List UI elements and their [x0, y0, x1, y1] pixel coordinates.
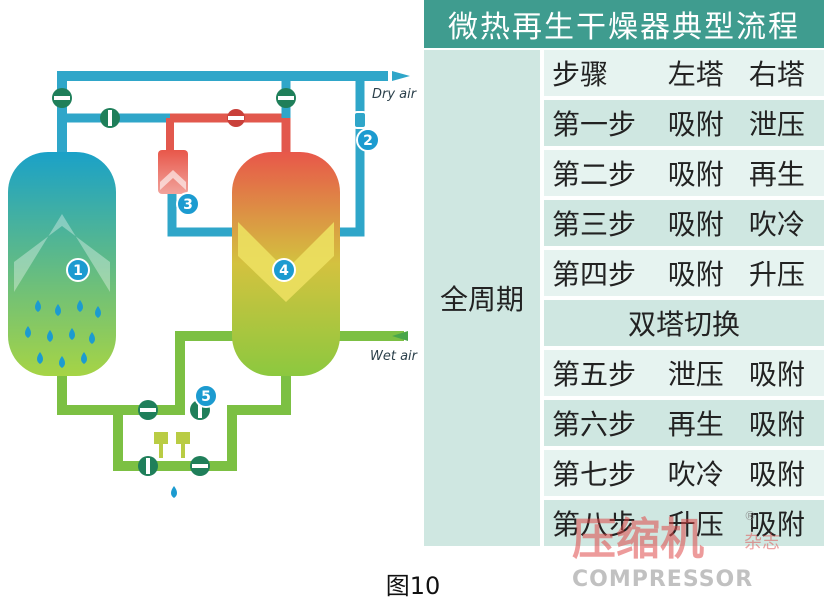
step-cell: 第八步 [552, 508, 637, 541]
right-tower-chevron [238, 222, 334, 302]
step-cell: 第七步 [552, 458, 637, 491]
table-row: 第一步 吸附 泄压 [544, 100, 824, 146]
table-row: 第三步 吸附 吹冷 [544, 200, 824, 246]
right-tower-cell: 吹冷 [748, 208, 805, 241]
right-tower-cell: 升压 [748, 258, 805, 291]
valve-icon [138, 456, 158, 476]
valve-icon [276, 88, 296, 108]
svg-text:2: 2 [363, 133, 373, 149]
table-header-row: 步骤 左塔 右塔 [544, 50, 824, 96]
right-tower-cell: 再生 [748, 158, 805, 191]
step-cell: 第三步 [552, 208, 637, 241]
valve-icon [138, 400, 158, 420]
valve-icon [100, 108, 120, 128]
marker-5: 5 [194, 384, 218, 408]
table-row: 第四步 吸附 升压 [544, 250, 824, 296]
svg-text:1: 1 [73, 263, 83, 279]
table-row: 第二步 吸附 再生 [544, 150, 824, 196]
right-tower-cell: 泄压 [748, 108, 805, 141]
table-row: 第八步 升压 吸附 [544, 500, 824, 546]
left-tower-cell: 吸附 [667, 208, 724, 241]
table-row: 第六步 再生 吸附 [544, 400, 824, 446]
switch-label: 双塔切换 [627, 308, 740, 341]
water-drops-icon [25, 300, 101, 368]
right-tower-cell: 吸附 [748, 458, 805, 491]
right-tower-cell: 吸附 [748, 508, 805, 541]
dry-air-arrow-icon [392, 71, 410, 81]
left-tower-chevron [14, 214, 110, 292]
step-cell: 第一步 [552, 108, 637, 141]
wet-air-pipe [113, 331, 404, 471]
silencer-icon [353, 111, 367, 129]
wet-air-label: Wet air [370, 349, 419, 364]
marker-3: 3 [176, 192, 200, 216]
dryer-flow-diagram: 1 2 3 4 5 Dry air Wet air [8, 71, 419, 498]
figure-caption: 图10 [385, 572, 441, 600]
marker-2: 2 [356, 128, 380, 152]
step-cell: 第二步 [552, 158, 637, 191]
table-title: 微热再生干燥器典型流程 [424, 0, 824, 48]
heater-chevron [160, 170, 186, 190]
dry-air-pipe [57, 71, 388, 160]
right-tower-cell: 吸附 [748, 408, 805, 441]
valve-icon [52, 88, 72, 108]
left-tower-cell: 吹冷 [667, 458, 724, 491]
drain-drop-icon [171, 486, 177, 498]
valve-icon [190, 456, 210, 476]
drain-muffler-icon [154, 432, 190, 458]
left-tower-cell: 吸附 [667, 158, 724, 191]
table-row: 第七步 吹冷 吸附 [544, 450, 824, 496]
left-tower [8, 152, 116, 376]
step-cell: 第六步 [552, 408, 637, 441]
header-step: 步骤 [552, 58, 609, 91]
svg-text:3: 3 [183, 197, 193, 213]
valve-icon [227, 109, 245, 127]
right-tower-cell: 吸附 [748, 358, 805, 391]
marker-1: 1 [66, 258, 90, 282]
left-tower-cell: 升压 [667, 508, 724, 541]
left-tower-cell: 再生 [667, 408, 724, 441]
step-cell: 第四步 [552, 258, 637, 291]
left-tower-cell: 吸附 [667, 108, 724, 141]
left-tower-cell: 泄压 [667, 358, 724, 391]
svg-text:4: 4 [279, 263, 289, 279]
wet-air-arrow-icon [392, 331, 408, 341]
switch-row: 双塔切换 [544, 300, 824, 346]
header-right-tower: 右塔 [748, 58, 805, 91]
left-bottom-pipe [57, 372, 118, 415]
step-cell: 第五步 [552, 358, 637, 391]
header-left-tower: 左塔 [667, 58, 724, 91]
table-row: 第五步 泄压 吸附 [544, 350, 824, 396]
marker-4: 4 [272, 258, 296, 282]
cycle-label: 全周期 [424, 50, 540, 546]
left-tower-cell: 吸附 [667, 258, 724, 291]
dry-air-label: Dry air [372, 87, 418, 102]
svg-text:5: 5 [201, 389, 211, 405]
